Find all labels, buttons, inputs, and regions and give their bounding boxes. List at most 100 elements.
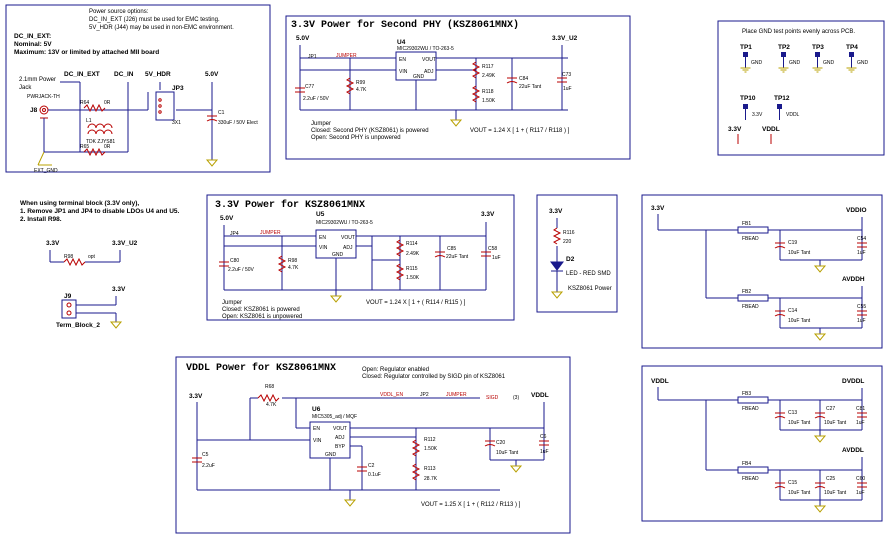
svg-text:C80: C80 <box>230 258 239 264</box>
vddl-net-33: 3.3V <box>189 393 203 400</box>
phy2-net-5v: 5.0V <box>296 35 310 42</box>
net-dvddl: DVDDL <box>842 378 864 385</box>
svg-text:ADJ: ADJ <box>335 435 345 441</box>
svg-text:10uF Tant: 10uF Tant <box>824 420 847 426</box>
resistor-r64: R64 0R <box>80 100 111 113</box>
svg-text:C27: C27 <box>826 406 835 412</box>
phy2-note-open: Open: Second PHY is unpowered <box>311 135 401 141</box>
resistor-r112: R112 1.50K <box>411 437 438 457</box>
cap-c1: C1 330uF / 50V Elect <box>206 110 258 126</box>
tp-title: Place GND test points evenly across PCB. <box>742 29 855 35</box>
ksz-vout-formula: VOUT = 1.24 X [ 1 + ( R114 / R115 ) ] <box>366 300 466 306</box>
svg-text:3X1: 3X1 <box>172 120 181 126</box>
led-net-33: 3.3V <box>549 208 563 215</box>
ksz-net-5v: 5.0V <box>220 215 234 222</box>
svg-text:1uF: 1uF <box>857 250 866 256</box>
svg-text:FBEAD: FBEAD <box>742 304 759 310</box>
power-jack-j8 <box>37 105 52 166</box>
cap-c19: C19 10uF Tant <box>774 240 811 256</box>
svg-text:R64: R64 <box>80 100 89 106</box>
note-5v-hdr: 5V_HDR (J44) may be used in non-EMC envi… <box>89 25 234 31</box>
test-point-tp4: TP4 GND <box>846 44 869 73</box>
svg-text:C20: C20 <box>496 440 505 446</box>
svg-text:FB1: FB1 <box>742 221 751 227</box>
filter-net-33: 3.3V <box>651 205 665 212</box>
cap-c2: C2 0.1uF <box>357 463 381 478</box>
svg-text:LED - RED SMD: LED - RED SMD <box>566 271 611 277</box>
svg-text:U6: U6 <box>312 406 321 413</box>
note-dc-in-ext-label: DC_IN_EXT: <box>14 33 51 40</box>
svg-text:10uF Tant: 10uF Tant <box>496 450 519 456</box>
vddio-filter-wires <box>657 214 863 334</box>
phy2-wires <box>299 45 568 120</box>
net-dc-in-ext: DC_IN_EXT <box>64 71 100 78</box>
vddl-en-net: VDDL_EN <box>380 392 403 398</box>
svg-text:2.2uF: 2.2uF <box>202 463 215 469</box>
svg-text:FB3: FB3 <box>742 391 751 397</box>
svg-text:10uF Tant: 10uF Tant <box>824 490 847 496</box>
power-source-wires <box>44 81 213 160</box>
svg-text:GND: GND <box>413 74 425 80</box>
vddl-power-block <box>175 356 571 534</box>
svg-text:3.3V: 3.3V <box>728 126 742 133</box>
cap-c13: C13 10uF Tant <box>774 410 811 426</box>
ferrite-fb1: FB1 FBEAD <box>737 221 769 242</box>
svg-text:Term_Block_2: Term_Block_2 <box>56 322 100 329</box>
svg-text:10uF Tant: 10uF Tant <box>788 420 811 426</box>
svg-text:C84: C84 <box>519 76 528 82</box>
svg-text:FBEAD: FBEAD <box>742 236 759 242</box>
svg-text:1uF: 1uF <box>856 490 865 496</box>
net-5v-hdr: 5V_HDR <box>145 71 171 78</box>
jp4-ref: JP4 <box>230 231 239 237</box>
resistor-r113: R113 28.7K <box>411 463 438 482</box>
svg-text:GND: GND <box>751 60 763 66</box>
ksz-note-open: Open: KSZ8061 is unpowered <box>222 314 302 320</box>
term-net-33: 3.3V <box>46 240 60 247</box>
svg-text:10uF Tant: 10uF Tant <box>788 490 811 496</box>
svg-text:C77: C77 <box>305 84 314 90</box>
cap-c6: C6 1uF <box>539 434 549 455</box>
led-block <box>536 194 618 313</box>
svg-text:C14: C14 <box>788 308 797 314</box>
ksz-power-block <box>206 194 515 321</box>
svg-text:C19: C19 <box>788 240 797 246</box>
svg-text:TP10: TP10 <box>740 95 756 102</box>
svg-text:MIC5305_adj / MQF: MIC5305_adj / MQF <box>312 414 357 420</box>
svg-text:2.2uF / 50V: 2.2uF / 50V <box>303 96 330 102</box>
svg-text:TP3: TP3 <box>812 44 824 51</box>
svg-text:R98: R98 <box>288 258 297 264</box>
svg-text:VOUT: VOUT <box>341 235 355 241</box>
svg-text:R116: R116 <box>563 230 575 236</box>
vddl-vout-formula: VOUT = 1.25 X [ 1 + ( R112 / R113 ) ] <box>421 502 521 508</box>
svg-text:VOUT: VOUT <box>333 426 347 432</box>
svg-text:C15: C15 <box>788 480 797 486</box>
svg-text:R115: R115 <box>406 266 418 272</box>
regulator-u6: U6 MIC5305_adj / MQF EN VIN VOUT ADJ BYP… <box>309 406 357 459</box>
resistor-r118: R118 1.50K <box>471 85 496 104</box>
svg-text:FBEAD: FBEAD <box>742 406 759 412</box>
ksz-jumper-net: JUMPER <box>260 230 281 236</box>
svg-text:C1: C1 <box>218 110 225 116</box>
phy2-net-33u2: 3.3V_U2 <box>552 35 578 42</box>
svg-text:MIC29302WU / TO-263-5: MIC29302WU / TO-263-5 <box>397 46 454 52</box>
svg-text:C81: C81 <box>856 406 865 412</box>
svg-text:R118: R118 <box>482 89 494 95</box>
test-point-tp3: TP3 GND <box>812 44 835 73</box>
jack-label-2: Jack <box>19 85 32 91</box>
resistor-r68: R68 4.7K <box>257 384 280 408</box>
svg-text:KSZ8061 Power: KSZ8061 Power <box>568 286 612 292</box>
phy2-note-jumper: Jumper <box>311 121 331 127</box>
svg-text:4.7K: 4.7K <box>266 402 277 408</box>
svg-text:BYP: BYP <box>335 444 346 450</box>
svg-text:R65: R65 <box>80 144 89 150</box>
sigd-ref: (3) <box>513 395 519 401</box>
svg-text:C85: C85 <box>447 246 456 252</box>
svg-text:R114: R114 <box>406 241 418 247</box>
cap-c58: C58 1uF <box>481 246 501 261</box>
terminal-block-j9: J9 Term_Block_2 <box>56 293 117 329</box>
svg-text:TDK ZJYS81: TDK ZJYS81 <box>86 139 115 145</box>
svg-text:MIC29302WU / TO-263-5: MIC29302WU / TO-263-5 <box>316 220 373 226</box>
svg-text:0R: 0R <box>104 100 111 106</box>
svg-text:J9: J9 <box>64 293 72 300</box>
